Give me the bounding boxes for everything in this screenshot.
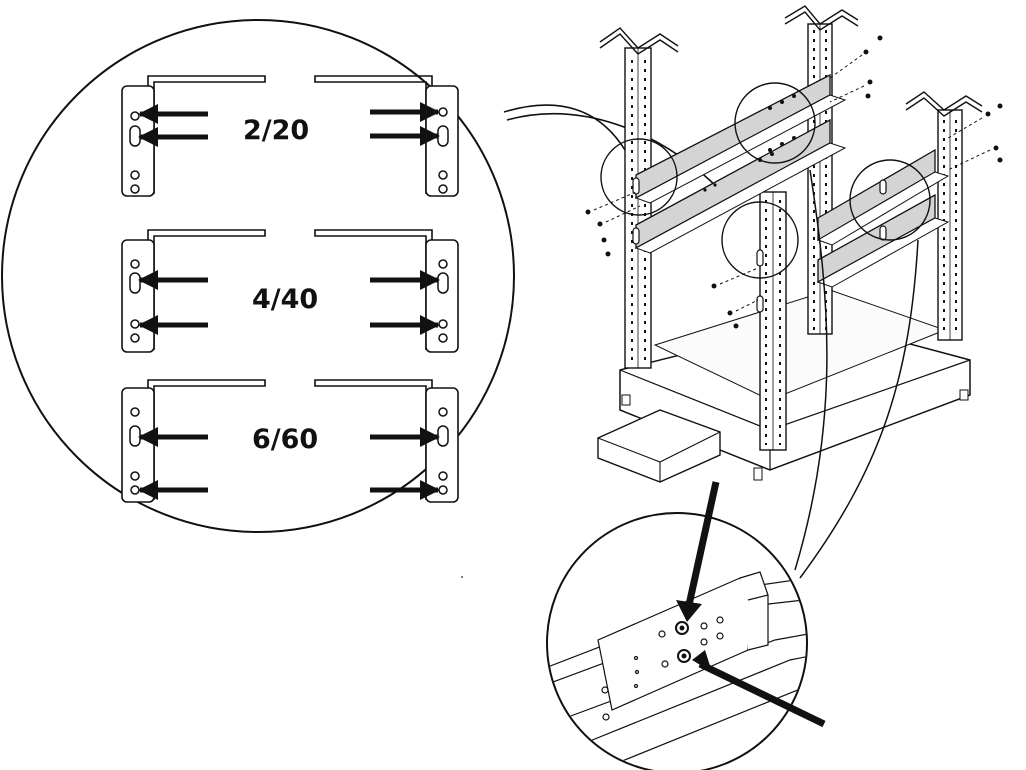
server-rack <box>585 5 1003 579</box>
screw-detail-magnifier <box>546 481 826 770</box>
bracket-group-2-20 <box>121 75 459 197</box>
bracket-position-magnifier <box>1 19 721 533</box>
bracket-label-2-20: 2/20 <box>243 115 310 146</box>
bracket-group-4-40 <box>121 229 459 353</box>
bracket-group-6-60 <box>121 379 459 503</box>
bracket-label-6-60: 6/60 <box>252 424 319 455</box>
bracket-label-4-40: 4/40 <box>252 284 319 315</box>
